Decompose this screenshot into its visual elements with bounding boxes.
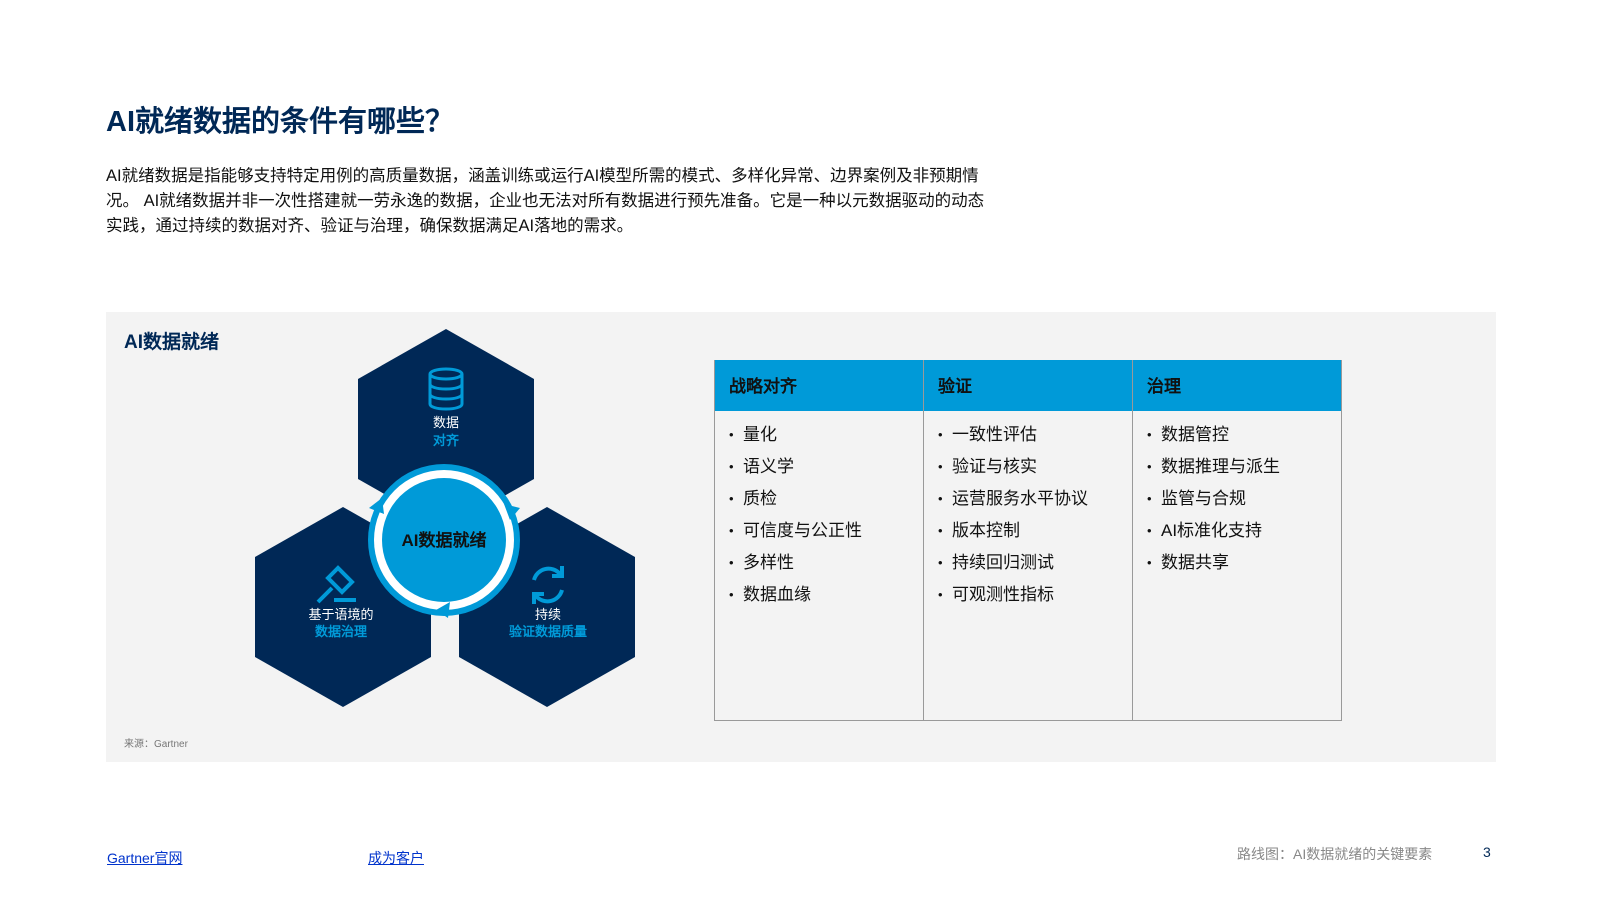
column-header: 治理 <box>1133 360 1341 411</box>
panel-title: AI数据就绪 <box>124 332 220 353</box>
list-item: 一致性评估 <box>938 419 1132 451</box>
become-client-link[interactable]: 成为客户 <box>368 850 424 866</box>
table-column: 战略对齐量化语义学质检可信度与公正性多样性数据血缘 <box>715 360 923 720</box>
gartner-site-link[interactable]: Gartner官网 <box>107 850 183 866</box>
list-item: 量化 <box>729 419 923 451</box>
top-label-1: 数据 <box>433 415 459 430</box>
doc-title: 路线图：AI数据就绪的关键要素 <box>1237 846 1433 862</box>
page-title: AI就绪数据的条件有哪些？ <box>106 106 455 138</box>
list-item: 质检 <box>729 483 923 515</box>
refresh-icon <box>532 566 564 604</box>
list-item: 数据共享 <box>1147 547 1341 579</box>
page-number: 3 <box>1483 844 1491 860</box>
list-item: 数据血缘 <box>729 579 923 611</box>
top-label-2: 对齐 <box>433 433 460 448</box>
gavel-icon <box>316 565 356 604</box>
intro-text: AI就绪数据是指能够支持特定用例的高质量数据，涵盖训练或运行AI模型所需的模式、… <box>106 167 985 235</box>
list-item: 持续回归测试 <box>938 547 1132 579</box>
list-item: 版本控制 <box>938 515 1132 547</box>
right-label-1: 持续 <box>535 607 561 622</box>
readiness-diagram: AI数据就绪 数据 对齐 基于语境的 数据治理 持续 验证数据质量 <box>255 329 635 707</box>
center-circle <box>382 478 506 602</box>
left-label-2: 数据治理 <box>315 624 367 639</box>
list-item: AI标准化支持 <box>1147 515 1341 547</box>
table-column: 验证一致性评估验证与核实运营服务水平协议版本控制持续回归测试可观测性指标 <box>923 360 1132 720</box>
readiness-table: 战略对齐量化语义学质检可信度与公正性多样性数据血缘验证一致性评估验证与核实运营服… <box>714 360 1342 721</box>
center-label: AI数据就绪 <box>402 530 487 550</box>
list-item: 监管与合规 <box>1147 483 1341 515</box>
list-item: 语义学 <box>729 451 923 483</box>
table-column: 治理数据管控数据推理与派生监管与合规AI标准化支持数据共享 <box>1132 360 1341 720</box>
left-label-1: 基于语境的 <box>308 607 373 622</box>
right-label-2: 验证数据质量 <box>509 624 587 639</box>
list-item: 可信度与公正性 <box>729 515 923 547</box>
list-item: 数据推理与派生 <box>1147 451 1341 483</box>
list-item: 可观测性指标 <box>938 579 1132 611</box>
list-item: 数据管控 <box>1147 419 1341 451</box>
database-icon <box>428 367 464 411</box>
list-item: 验证与核实 <box>938 451 1132 483</box>
source-note: 来源：Gartner <box>124 739 188 750</box>
list-item: 运营服务水平协议 <box>938 483 1132 515</box>
column-header: 战略对齐 <box>715 360 923 411</box>
list-item: 多样性 <box>729 547 923 579</box>
ai-readiness-panel: AI数据就绪 数据 对齐 基于语境的 数据治理 持续 验证数据质量 AI数据就绪… <box>106 312 1496 762</box>
column-header: 验证 <box>924 360 1132 411</box>
